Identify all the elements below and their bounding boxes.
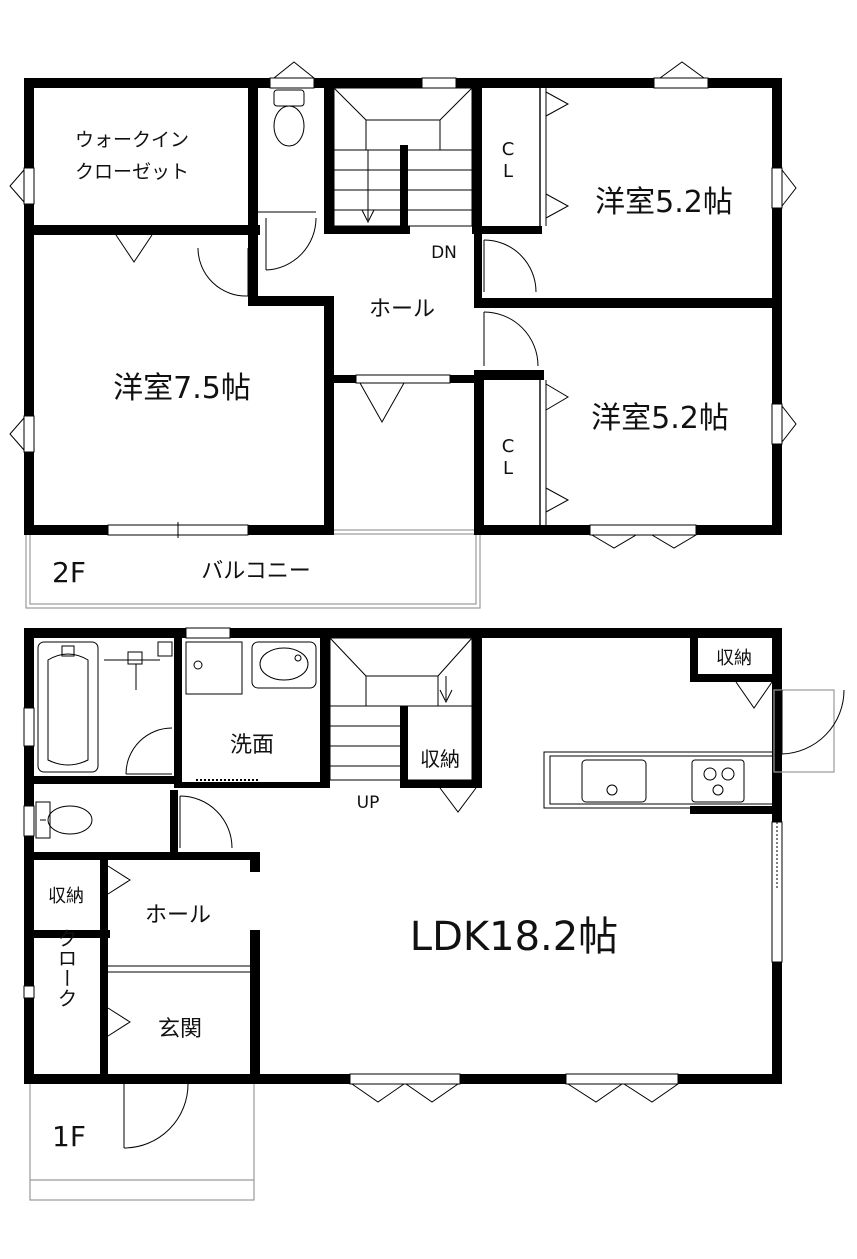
washing-machine: [185, 641, 243, 695]
room-western-5-2-upper-label: 洋室5.2帖: [595, 185, 733, 220]
closet-cl-lower-c: C: [502, 436, 515, 457]
toilet-1f-door: [179, 795, 233, 849]
storage-hall-label: 収納: [48, 886, 84, 907]
toilet-2f: [258, 89, 316, 213]
washroom-window: [185, 627, 231, 639]
walkin-closet-door: [115, 234, 153, 263]
floor-2-label: 2F: [52, 556, 86, 589]
washroom-label: 洗面: [230, 733, 274, 758]
stairs-1f: [329, 637, 473, 781]
closet-cl-upper-l: L: [503, 161, 513, 182]
hall-2f-label: ホール: [369, 297, 435, 322]
walkin-closet-label-1: ウォークイン: [75, 129, 189, 151]
stair-dn-label: DN: [431, 243, 457, 263]
ldk-side-door: [773, 689, 845, 773]
hall-entrance-step: [108, 965, 250, 973]
toilet-1f: [35, 801, 93, 839]
bathtub: [37, 641, 99, 773]
hall-1f-label: ホール: [145, 903, 211, 928]
western-upper-door: [483, 239, 537, 293]
closet-cl-lower: [539, 380, 570, 525]
room-ldk-label: LDK18.2帖: [410, 914, 618, 960]
western-7-5-door: [197, 247, 249, 297]
floor-1-label: 1F: [52, 1120, 86, 1153]
entrance-door: [123, 1083, 189, 1149]
cloak-door: [107, 1007, 131, 1037]
storage-kitchen-door: [735, 681, 773, 709]
entrance-label: 玄関: [158, 1017, 202, 1042]
storage-kitchen-label: 収納: [716, 648, 752, 669]
hall-bottom-door: [355, 374, 451, 424]
room-western-5-2-lower-label: 洋室5.2帖: [591, 401, 729, 436]
closet-cl-lower-l: L: [503, 458, 513, 479]
floor-1-plan: LDK18.2帖 洗面 収納 収納 収納 ホール 玄関 UP 1F クローク: [23, 627, 845, 1201]
walkin-closet-label-2: クローゼット: [75, 161, 189, 183]
floor-2-plan: ウォークイン クローゼット 洋室7.5帖 洋室5.2帖 洋室5.2帖 ホール D…: [9, 61, 797, 609]
kitchen-sink: [581, 759, 647, 803]
closet-cl-upper: [539, 88, 570, 226]
stair-up-label: UP: [357, 793, 380, 813]
wash-basin: [251, 641, 317, 689]
stove: [691, 759, 745, 803]
stairs-2f: [333, 87, 473, 227]
western-lower-door: [483, 311, 539, 367]
storage-hall-door: [107, 865, 131, 895]
ldk-right-window: [771, 821, 783, 963]
storage-stair-label: 収納: [420, 747, 460, 771]
kitchen-counter: [543, 751, 775, 809]
room-western-7-5-label: 洋室7.5帖: [113, 371, 251, 406]
storage-stair-door: [439, 787, 477, 813]
closet-cl-upper-c: C: [502, 139, 515, 160]
floor-1-windows: [23, 707, 679, 1103]
floor-2-windows: [9, 61, 797, 549]
floor-1-walls: [24, 628, 782, 1084]
shower: [104, 641, 173, 690]
cloak-label: クローク: [54, 928, 78, 1008]
bathroom-door: [125, 727, 173, 775]
balcony-label: バルコニー: [201, 559, 311, 584]
toilet-2f-door: [265, 217, 317, 271]
